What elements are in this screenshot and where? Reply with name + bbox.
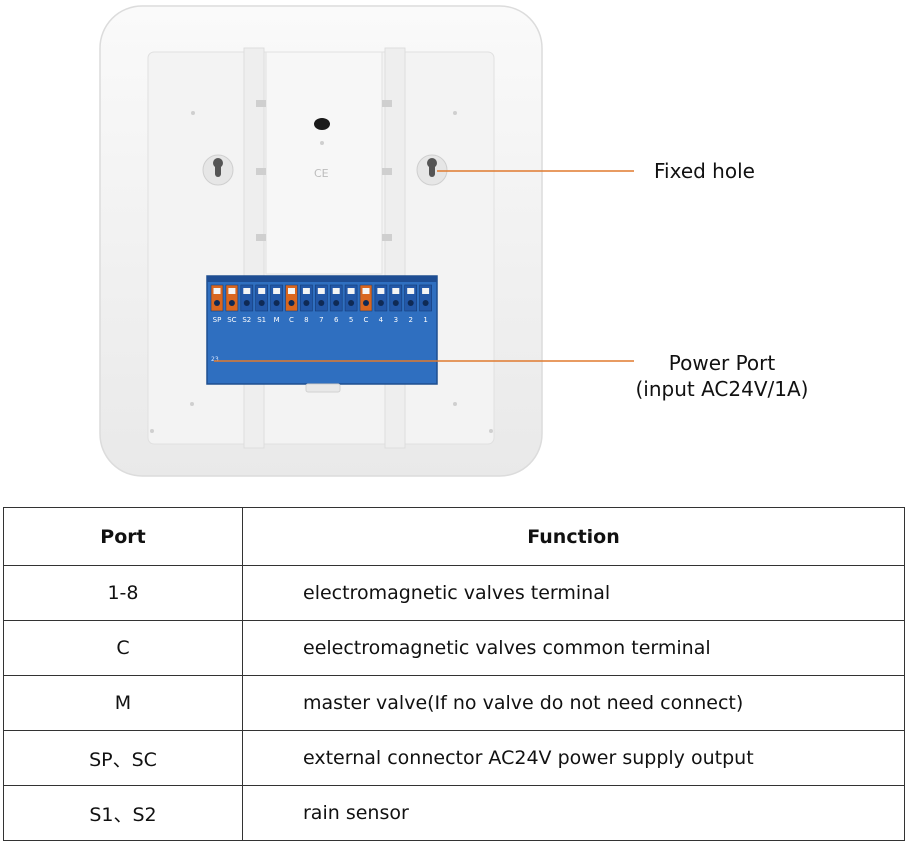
fixed-hole-label: Fixed hole: [654, 159, 755, 183]
terminal-label: 7: [319, 316, 323, 324]
ce-mark: CE: [314, 167, 329, 180]
terminal-label: 4: [379, 316, 384, 324]
terminal-latch: [377, 288, 385, 294]
terminal-screw: [243, 300, 250, 306]
keyhole-left: [202, 154, 234, 186]
terminal-latch: [288, 288, 295, 294]
power-port-label: Power Port (input AC24V/1A): [622, 350, 822, 402]
terminal-screw: [392, 300, 399, 306]
terminal-screw: [363, 300, 369, 306]
terminal-latch: [243, 288, 251, 294]
table-row: M master valve(If no valve do not need c…: [3, 675, 905, 731]
keyhole-right: [416, 154, 448, 186]
terminal-screw: [377, 300, 384, 306]
terminal-label: 2: [408, 316, 412, 324]
function-cell: eelectromagnetic valves common terminal: [242, 620, 905, 676]
terminal-screw: [303, 300, 310, 306]
table-row: S1、S2 rain sensor: [3, 785, 905, 841]
terminal-label: C: [364, 316, 369, 324]
terminal-label: M: [274, 316, 280, 324]
port-cell: S1、S2: [3, 785, 243, 841]
terminal-label: 6: [334, 316, 339, 324]
terminal-screw: [318, 300, 325, 306]
center-bracket: [265, 51, 383, 275]
function-cell: electromagnetic valves terminal: [242, 565, 905, 621]
terminal-latch: [258, 288, 266, 294]
terminal-latch: [422, 288, 430, 294]
terminal-label: SC: [227, 316, 236, 324]
terminal-screw: [288, 300, 295, 306]
terminal-latch: [317, 288, 325, 294]
function-cell: external connector AC24V power supply ou…: [242, 730, 905, 786]
terminal-label: SP: [213, 316, 222, 324]
terminal-latch: [273, 288, 281, 294]
function-cell: master valve(If no valve do not need con…: [242, 675, 905, 731]
port-function-table: Port Function 1-8 electromagnetic valves…: [3, 507, 905, 841]
terminal-latch: [213, 288, 221, 294]
function-cell: rain sensor: [242, 785, 905, 841]
port-cell: M: [3, 675, 243, 731]
terminal-latch: [228, 288, 236, 294]
power-port-spec: (input AC24V/1A): [635, 377, 809, 401]
port-cell: C: [3, 620, 243, 676]
terminal-screw: [333, 300, 340, 306]
terminal-latch: [362, 288, 370, 294]
table-row: 1-8 electromagnetic valves terminal: [3, 565, 905, 621]
terminal-latch: [332, 288, 340, 294]
terminal-screw: [258, 300, 265, 306]
center-hole: [314, 118, 330, 130]
port-cell: SP、SC: [3, 730, 243, 786]
terminal-label: C: [289, 316, 294, 324]
power-port-title: Power Port: [668, 351, 776, 375]
mounting-rail-right: [384, 47, 406, 449]
terminal-label: 5: [349, 316, 353, 324]
mounting-rail-left: [243, 47, 265, 449]
port-column-header: Port: [3, 507, 243, 566]
terminal-label: 3: [394, 316, 398, 324]
terminal-label: 1: [423, 316, 427, 324]
terminal-screw: [214, 300, 220, 306]
terminal-screw: [348, 300, 355, 306]
terminal-screw: [273, 300, 280, 306]
terminal-screw: [407, 300, 414, 306]
table-header-row: Port Function: [3, 507, 905, 566]
terminal-label: S1: [257, 316, 266, 324]
terminal-latch: [392, 288, 400, 294]
function-column-header: Function: [242, 507, 905, 566]
terminal-label: S2: [242, 316, 251, 324]
table-row: C eelectromagnetic valves common termina…: [3, 620, 905, 676]
table-row: SP、SC external connector AC24V power sup…: [3, 730, 905, 786]
board-text: 23: [211, 356, 219, 363]
terminal-screw: [422, 300, 429, 306]
terminal-strip: SP SC S2 S1 M C 8 7 6 5 C 4 3 2 1: [210, 284, 432, 324]
terminal-latch: [302, 288, 310, 294]
terminal-label: 8: [304, 316, 308, 324]
terminal-latch: [407, 288, 415, 294]
terminal-screw: [228, 300, 235, 306]
terminal-latch: [347, 288, 355, 294]
port-cell: 1-8: [3, 565, 243, 621]
device-back-diagram: CE SP SC S2 S1 M C 8 7 6 5 C 4 3 2 1 23: [99, 5, 634, 477]
